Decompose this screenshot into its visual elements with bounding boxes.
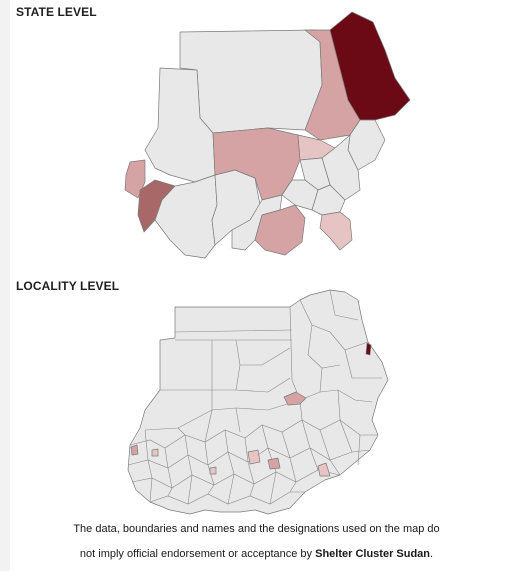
locality-mesh-v1 (144, 429, 153, 503)
locality-mesh-v3 (184, 434, 193, 505)
locality-boundary-north-5 (235, 364, 291, 393)
locality-boundary-north-4 (235, 339, 291, 366)
locality-mesh-1 (129, 419, 378, 449)
locality-highlight-darfur-west[interactable] (130, 444, 139, 456)
locality-highlight-red-sea[interactable] (365, 342, 372, 356)
state-region-blue-nile[interactable] (319, 211, 353, 251)
locality-highlight-darfur-central[interactable] (151, 448, 159, 457)
locality-level-heading: LOCALITY LEVEL (16, 279, 120, 293)
disclaimer-line-2-text: not imply official endorsement or accept… (79, 548, 316, 560)
locality-boundary-north-8 (329, 289, 359, 321)
state-level-heading: STATE LEVEL (16, 5, 97, 19)
locality-mesh-v11 (339, 419, 361, 466)
disclaimer-line-1: The data, boundaries and names and the d… (73, 523, 440, 535)
locality-mesh-v9 (301, 419, 319, 471)
locality-highlight-east-darfur[interactable] (267, 457, 281, 470)
disclaimer-line-2-end: . (430, 548, 434, 560)
locality-mesh-v4 (204, 441, 215, 495)
left-margin-rule (0, 0, 10, 571)
locality-highlight-south-darfur[interactable] (247, 449, 261, 465)
locality-mesh-v13 (177, 407, 241, 443)
locality-mesh-v6 (244, 437, 255, 497)
locality-mesh-v2 (164, 447, 173, 497)
disclaimer-organization-name: Shelter Cluster Sudan (315, 548, 431, 560)
locality-boundary-north-7 (299, 299, 346, 351)
locality-region-outline[interactable] (127, 289, 389, 515)
locality-mesh-v5 (224, 429, 235, 505)
locality-boundary-west-2 (211, 399, 301, 411)
locality-mesh-v10 (319, 429, 341, 476)
locality-boundary-north-1 (174, 329, 293, 333)
locality-highlight-south-kordofan[interactable] (317, 462, 331, 477)
state-region-red-sea[interactable] (329, 11, 411, 121)
locality-mesh-v8 (281, 431, 297, 493)
state-region-west-darfur[interactable] (124, 159, 146, 199)
locality-boundary-north-9 (307, 324, 341, 369)
disclaimer-line-2: not imply official endorsement or accept… (0, 548, 513, 560)
state-region-northern[interactable] (179, 29, 323, 134)
state-region-south-kordofan[interactable] (254, 204, 306, 256)
locality-highlight-north-kordofan[interactable] (283, 391, 307, 406)
state-level-map[interactable] (0, 0, 513, 275)
locality-boundary-north-10 (344, 341, 382, 379)
locality-level-map[interactable] (0, 270, 513, 520)
locality-highlight-small-1[interactable] (209, 466, 217, 475)
